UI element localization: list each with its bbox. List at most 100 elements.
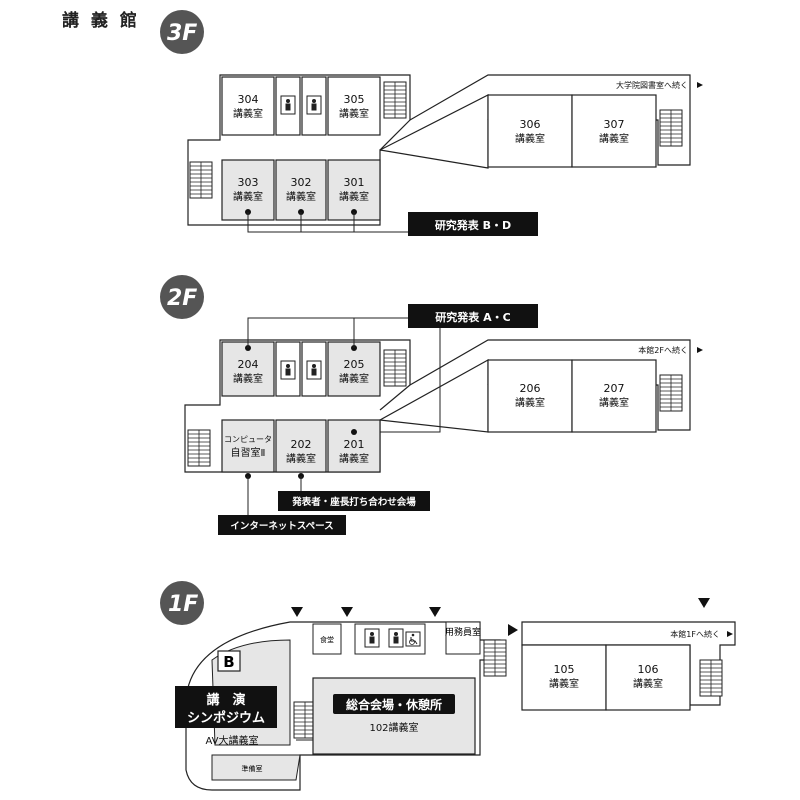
badge-internet-space	[218, 515, 346, 535]
continue-arrow-icon	[697, 82, 703, 88]
entrance-arrow-icon	[429, 607, 441, 617]
room-304-number: 304	[238, 93, 259, 106]
prep-room-label: 準備室	[242, 764, 263, 773]
room-207-type: 講義室	[599, 396, 629, 409]
room-206-type: 講義室	[515, 396, 545, 409]
continue-note-1f: 本館1Fへ続く	[670, 629, 720, 639]
room-302-number: 302	[291, 176, 312, 189]
room-303-type: 講義室	[233, 190, 263, 203]
continue-note-3f: 大学院図書室へ続く	[616, 80, 688, 90]
floor-3f-marker	[160, 10, 204, 54]
cafeteria-label: 食堂	[320, 635, 334, 644]
badge-presenter-meeting	[278, 491, 430, 511]
floor-3f: 3F 304 講義室 305 講義室 303 講義室 302 講義室 301 講…	[160, 10, 703, 236]
badge-presenter-meeting-label: 発表者・座長打ち合わせ会場	[291, 496, 416, 508]
stairs-icon	[189, 161, 213, 199]
room-207-number: 207	[604, 382, 625, 395]
room-305-number: 305	[344, 93, 365, 106]
room-306-number: 306	[520, 118, 541, 131]
restroom-icon	[364, 628, 380, 648]
room-302-type: 講義室	[286, 190, 316, 203]
room-201-type: 講義室	[339, 452, 369, 465]
continue-arrow-icon	[727, 631, 733, 637]
stairs-icon	[187, 429, 211, 467]
room-102-label: 102講義室	[369, 721, 418, 734]
office-label: 用務員室	[445, 626, 481, 638]
badge-lecture-label: 講 演	[206, 692, 245, 708]
room-207[interactable]	[571, 359, 657, 433]
badge-main-hall	[333, 694, 455, 714]
badge-symposium-label: シンポジウム	[187, 710, 265, 726]
restroom-icon	[280, 95, 296, 115]
stairs-icon	[699, 659, 723, 697]
room-305-type: 講義室	[339, 107, 369, 120]
room-201-number: 201	[344, 438, 365, 451]
stairs-icon	[383, 81, 407, 119]
restroom-icon	[388, 628, 404, 648]
room-105[interactable]	[521, 644, 607, 711]
badge-main-hall-label: 総合会場・休憩所	[346, 697, 442, 712]
badge-internet-space-label: インターネットスペース	[230, 520, 333, 532]
floor-1f-marker	[160, 581, 204, 625]
badge-research-ac-label: 研究発表 A・C	[435, 310, 510, 324]
room-computer-label: コンピュータ	[224, 435, 272, 444]
room-307-type: 講義室	[599, 132, 629, 145]
room-205-number: 205	[344, 358, 365, 371]
continue-arrow-icon	[697, 347, 703, 353]
restroom-icon	[280, 360, 296, 380]
b-marker	[217, 650, 241, 672]
badge-research-bd-label: 研究発表 B・D	[435, 218, 511, 232]
room-computer-study-2[interactable]	[221, 419, 275, 473]
badge-lecture-symposium	[175, 686, 277, 728]
room-106[interactable]	[605, 644, 691, 711]
restroom-icon	[306, 360, 322, 380]
floor-1f-label: 1F	[168, 592, 198, 617]
room-307-number: 307	[604, 118, 625, 131]
entrance-arrow-icon	[508, 624, 518, 636]
room-301-number: 301	[344, 176, 365, 189]
room-204-number: 204	[238, 358, 259, 371]
floor-2f-label: 2F	[167, 286, 197, 311]
continue-note-2f: 本館2Fへ続く	[638, 345, 688, 355]
restroom-icon	[306, 95, 322, 115]
room-105-number: 105	[554, 663, 575, 676]
room-307[interactable]	[571, 94, 657, 168]
stairs-icon	[483, 639, 507, 677]
floor-2f-marker	[160, 275, 204, 319]
room-105-type: 講義室	[549, 677, 579, 690]
room-304-type: 講義室	[233, 107, 263, 120]
room-106-number: 106	[638, 663, 659, 676]
av-room-label: AV大講義室	[205, 734, 258, 747]
room-306-type: 講義室	[515, 132, 545, 145]
room-102[interactable]	[312, 677, 476, 755]
entrance-arrow-icon	[698, 598, 710, 608]
room-205-type: 講義室	[339, 372, 369, 385]
entrance-arrow-icon	[341, 607, 353, 617]
room-201[interactable]	[327, 419, 381, 473]
room-202-number: 202	[291, 438, 312, 451]
room-206-number: 206	[520, 382, 541, 395]
room-206[interactable]	[487, 359, 573, 433]
stairs-icon	[659, 109, 683, 147]
stairs-icon	[383, 349, 407, 387]
b-marker-label: B	[223, 653, 234, 671]
floor-1f: 1F 食堂 用務員室 B 講 演 シンポジウム AV大講義室	[160, 581, 736, 791]
building-title: 講 義 館	[62, 11, 140, 31]
room-303-number: 303	[238, 176, 259, 189]
room-306[interactable]	[487, 94, 573, 168]
room-304[interactable]	[221, 76, 275, 136]
floor-3f-label: 3F	[167, 21, 197, 46]
entrance-arrow-icon	[291, 607, 303, 617]
room-301-type: 講義室	[339, 190, 369, 203]
room-204-type: 講義室	[233, 372, 263, 385]
room-202-type: 講義室	[286, 452, 316, 465]
room-106-type: 講義室	[633, 677, 663, 690]
room-202[interactable]	[275, 419, 327, 473]
room-305[interactable]	[327, 76, 381, 136]
badge-research-ac	[408, 304, 538, 328]
stairs-icon	[659, 374, 683, 412]
floor-2f: 2F 204 講義室 205 講義室 研究発表 A・C コンピュータ 自習室Ⅱ …	[160, 275, 703, 535]
badge-research-bd	[408, 212, 538, 236]
room-computer-type: 自習室Ⅱ	[231, 446, 266, 459]
